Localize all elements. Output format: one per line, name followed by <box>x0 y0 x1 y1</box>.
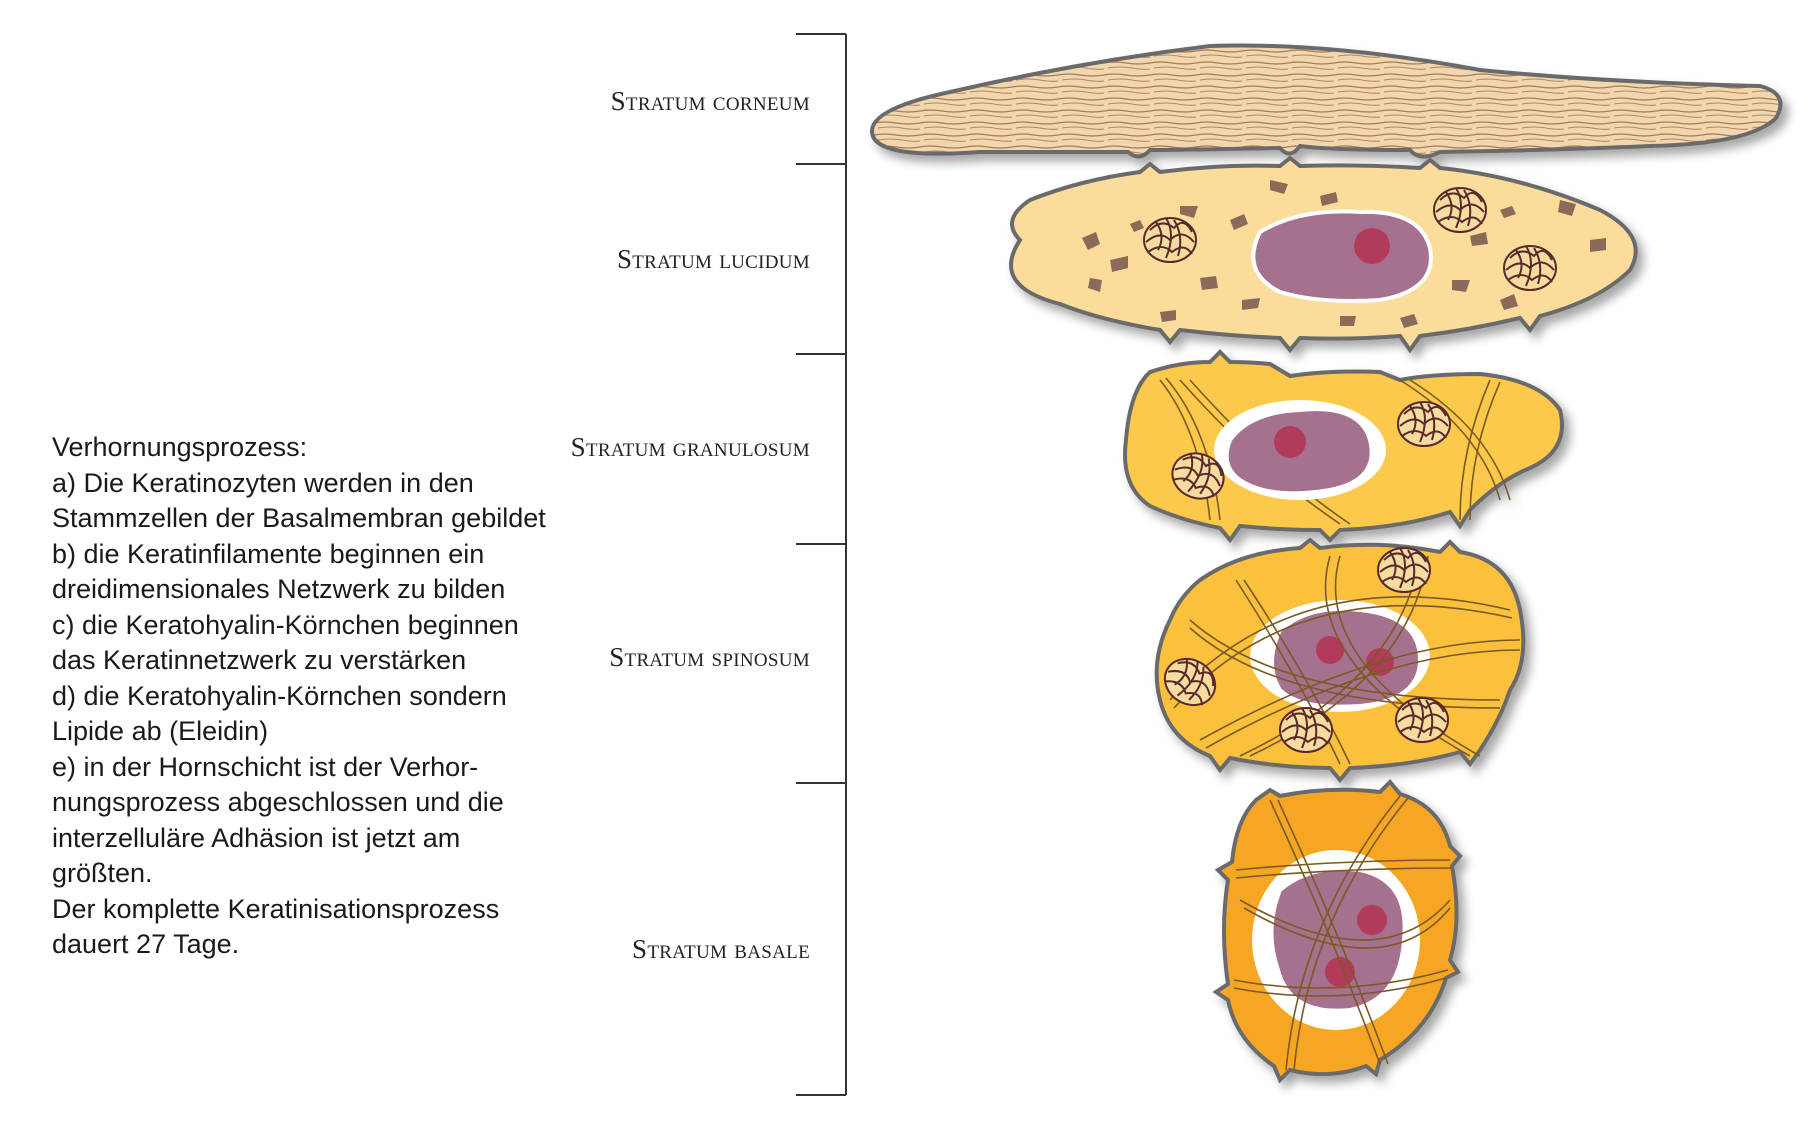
lucidum-cell <box>1009 155 1638 354</box>
spinosum-cell <box>1154 537 1526 784</box>
description-line: größten. <box>52 858 153 888</box>
description-line: e) in der Hornschicht ist der Verhor- <box>52 751 479 782</box>
description-line: Stammzellen der Basalmembran gebildet <box>52 503 546 533</box>
description-line: nungsprozess abgeschlossen und die <box>52 787 504 817</box>
corneum-cell <box>870 43 1783 159</box>
description-line: Verhornungsprozess: <box>52 432 308 462</box>
granulosum-cell <box>1123 349 1564 544</box>
description-line: c) die Keratohyalin-Körnchen beginnen <box>52 609 519 640</box>
description-line: Der komplette Keratinisationsprozess <box>52 893 500 924</box>
process-description: Verhornungsprozess: a) Die Keratinozyten… <box>52 430 592 963</box>
label-stratum-lucidum: Stratum lucidum <box>616 244 810 274</box>
basale-cell <box>1212 779 1463 1084</box>
label-stratum-spinosum: Stratum spinosum <box>609 642 810 672</box>
description-line: dauert 27 Tage. <box>52 929 240 959</box>
label-stratum-granulosum: Stratum granulosum <box>570 432 810 462</box>
description-line: d) die Keratohyalin-Körnchen sondern <box>52 680 507 711</box>
label-stratum-basale: Stratum basale <box>632 934 810 964</box>
description-line: a) Die Keratinozyten werden in den <box>52 467 474 498</box>
layer-bracket <box>796 33 847 1096</box>
description-line: dreidimensionales Netzwerk zu bilden <box>52 574 506 604</box>
description-line: interzelluläre Adhäsion ist jetzt am <box>52 822 461 853</box>
description-line: Lipide ab (Eleidin) <box>52 716 269 746</box>
label-stratum-corneum: Stratum corneum <box>610 86 810 116</box>
description-line: b) die Keratinfilamente beginnen ein <box>52 538 485 569</box>
description-line: das Keratinnetzwerk zu verstärken <box>52 645 467 675</box>
